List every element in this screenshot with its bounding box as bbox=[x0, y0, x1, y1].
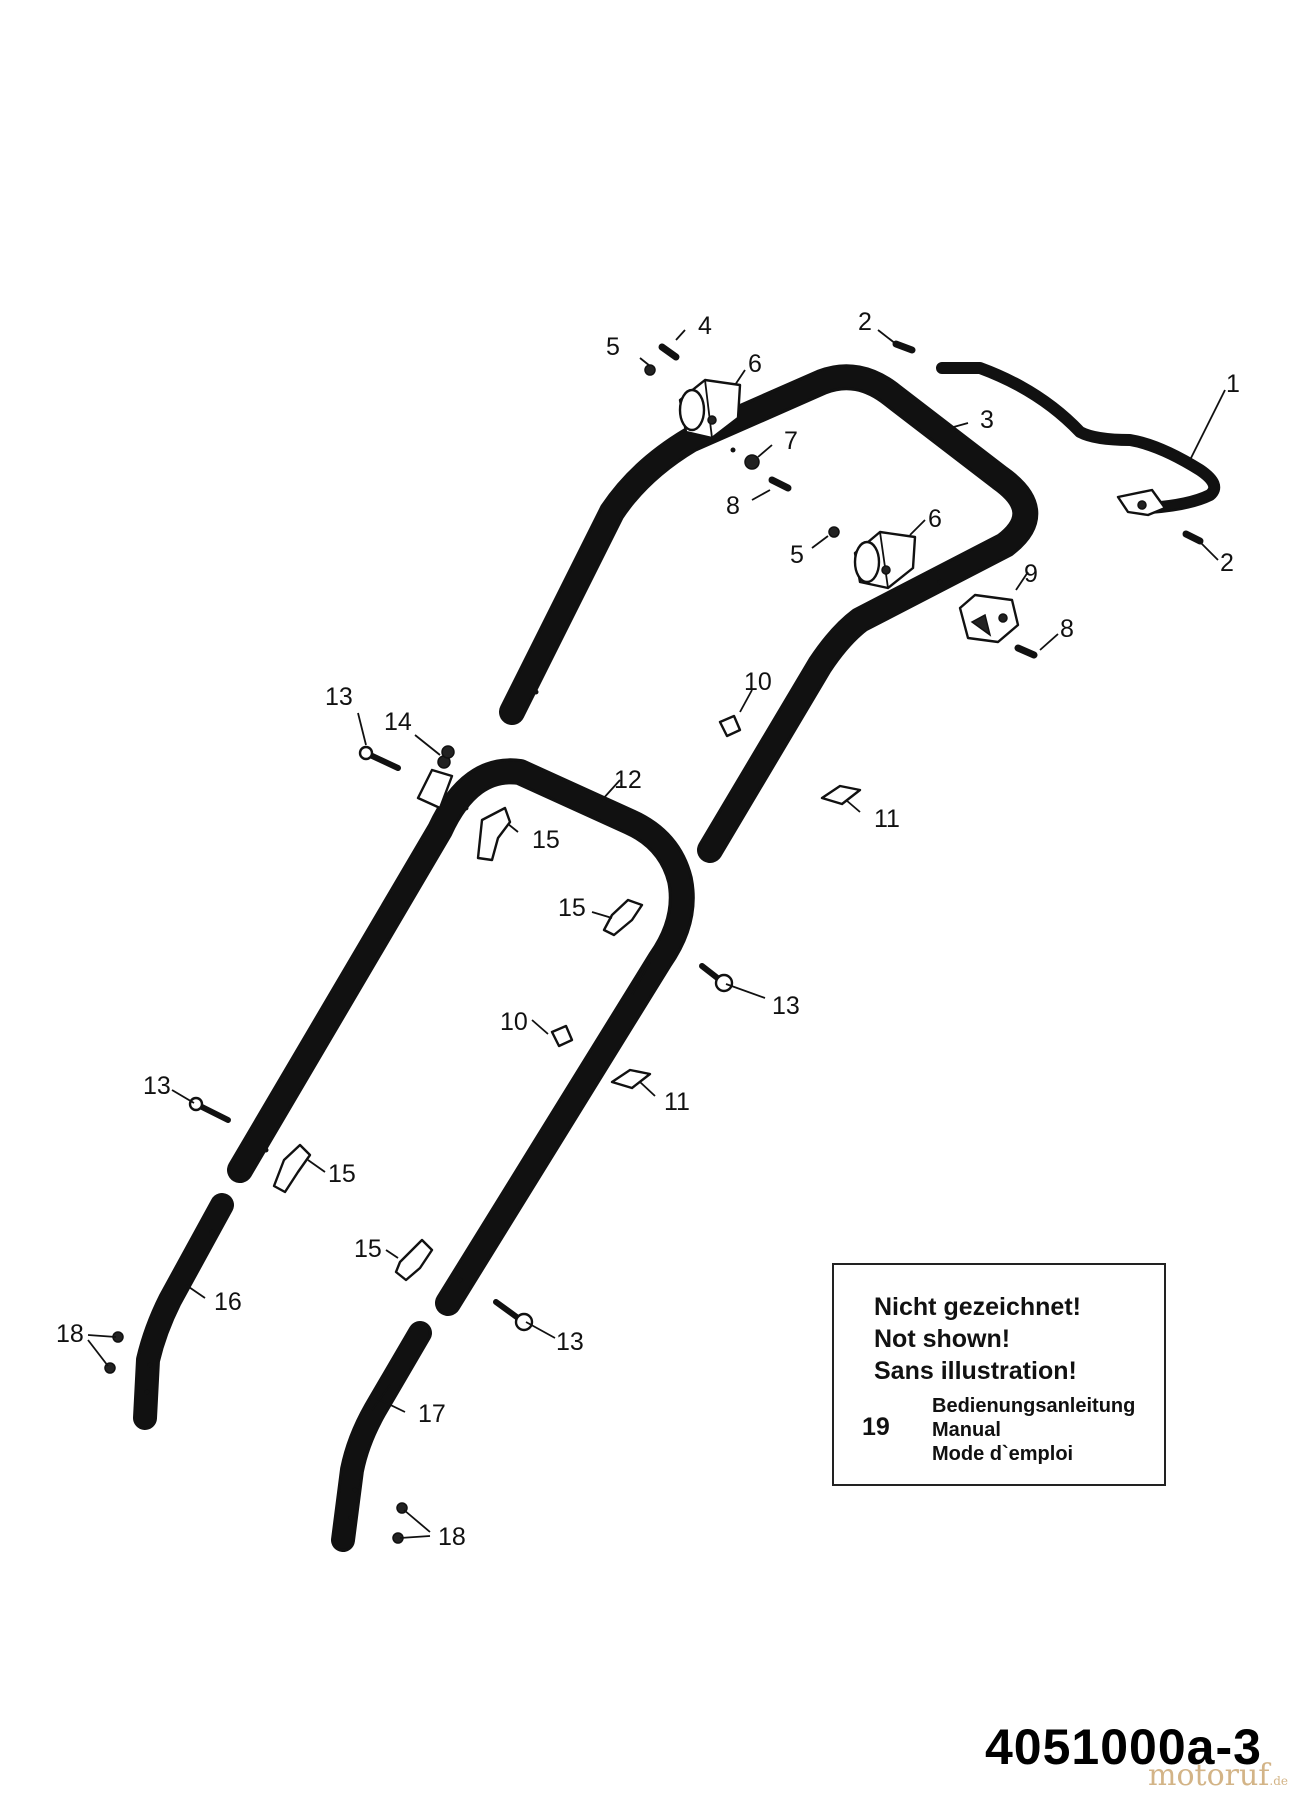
callout-6: 6 bbox=[748, 350, 762, 378]
callout-3: 3 bbox=[980, 406, 994, 434]
callout-5: 5 bbox=[790, 541, 804, 569]
callout-13: 13 bbox=[556, 1328, 584, 1356]
callout-9: 9 bbox=[1024, 560, 1038, 588]
callout-17: 17 bbox=[418, 1400, 446, 1428]
watermark: motoruf.de bbox=[1148, 1758, 1288, 1793]
drawing-number: 4051000a-3 bbox=[985, 1719, 1262, 1775]
callout-5: 5 bbox=[606, 333, 620, 361]
not-shown-note-box: Nicht gezeichnet! Not shown! Sans illust… bbox=[832, 1263, 1166, 1486]
bracket-part-9 bbox=[958, 593, 1020, 644]
callout-10: 10 bbox=[744, 668, 772, 696]
note-item-number: 19 bbox=[862, 1413, 890, 1441]
callout-11: 11 bbox=[664, 1088, 690, 1116]
callout-15: 15 bbox=[532, 826, 560, 854]
note-heading-de: Nicht gezeichnet! bbox=[874, 1293, 1081, 1321]
note-heading-en: Not shown! bbox=[874, 1325, 1011, 1353]
callout-14: 14 bbox=[384, 708, 412, 736]
lower-handle-part-12 bbox=[227, 758, 695, 1316]
hinge-block-part-6-upper bbox=[678, 378, 742, 440]
callout-8: 8 bbox=[726, 492, 740, 520]
callout-15: 15 bbox=[328, 1160, 356, 1188]
callout-15: 15 bbox=[354, 1235, 382, 1263]
hinge-block-part-6-lower bbox=[853, 530, 917, 590]
callout-11: 11 bbox=[874, 805, 900, 833]
callout-15: 15 bbox=[558, 894, 586, 922]
note-item-de: Bedienungsanleitung bbox=[932, 1395, 1136, 1417]
note-heading-fr: Sans illustration! bbox=[874, 1357, 1077, 1385]
callout-8: 8 bbox=[1060, 615, 1074, 643]
leader-lines bbox=[87, 329, 1226, 1539]
small-hardware bbox=[104, 340, 1204, 1544]
callout-10: 10 bbox=[500, 1008, 528, 1036]
wing-knobs-part-15 bbox=[272, 806, 644, 1282]
callout-18: 18 bbox=[438, 1523, 466, 1551]
callout-2: 2 bbox=[858, 308, 872, 336]
callout-4: 4 bbox=[698, 312, 712, 340]
lower-tube-part-16 bbox=[133, 1193, 234, 1430]
callout-7: 7 bbox=[784, 427, 798, 455]
callout-1: 1 bbox=[1226, 370, 1240, 398]
callout-13: 13 bbox=[772, 992, 800, 1020]
watermark-suffix: .de bbox=[1269, 1774, 1289, 1788]
watermark-main: motoruf bbox=[1148, 1758, 1270, 1793]
callout-12: 12 bbox=[614, 766, 642, 794]
callout-2: 2 bbox=[1220, 549, 1234, 577]
callout-13: 13 bbox=[143, 1072, 171, 1100]
callout-16: 16 bbox=[214, 1288, 242, 1316]
upper-handle-part-3 bbox=[499, 364, 1039, 863]
bail-lever-part-1 bbox=[936, 362, 1221, 517]
note-item-en: Manual bbox=[932, 1419, 1001, 1441]
callout-6: 6 bbox=[928, 505, 942, 533]
callout-13: 13 bbox=[325, 683, 353, 711]
note-item-fr: Mode d`emploi bbox=[932, 1443, 1074, 1465]
lower-tube-part-17 bbox=[331, 1321, 432, 1552]
callout-numbers: 1 2 2 3 4 5 5 6 6 7 8 8 9 10 10 11 11 12… bbox=[56, 308, 1240, 1551]
callout-18: 18 bbox=[56, 1320, 84, 1348]
bracket-part-14 bbox=[416, 745, 455, 810]
